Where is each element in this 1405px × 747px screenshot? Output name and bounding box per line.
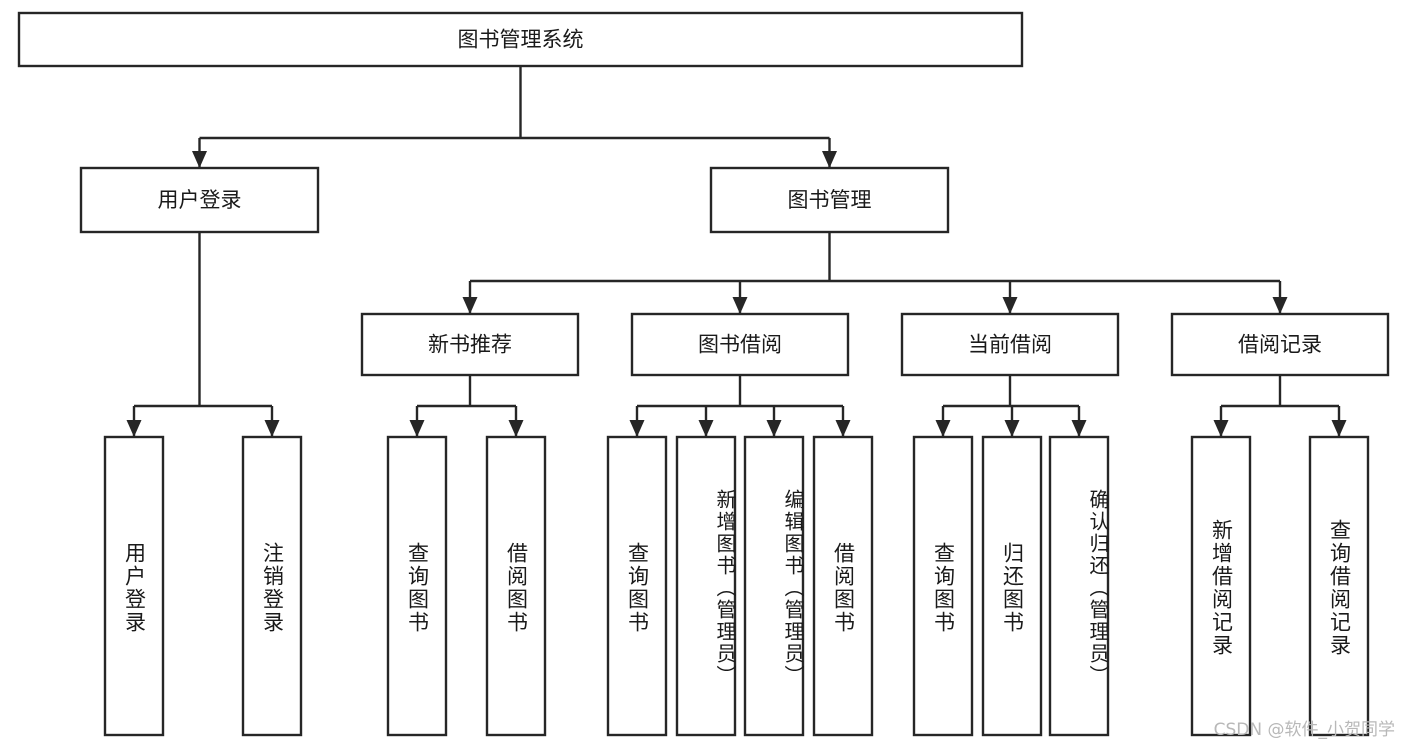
arrow-head-icon xyxy=(409,420,425,437)
arrow-head-icon xyxy=(264,420,280,437)
leaf-node-leaf-query-record-box[interactable] xyxy=(1308,435,1370,737)
leaf-node-leaf-borrow-book-2-box[interactable] xyxy=(812,435,874,737)
leaf-node-leaf-add-book-box[interactable] xyxy=(675,435,737,737)
level2-node-user-login-box[interactable] xyxy=(79,166,320,234)
arrow-head-icon xyxy=(1331,420,1347,437)
leaf-node-leaf-confirm-return-box[interactable] xyxy=(1048,435,1110,737)
level2-node-user-login-label: 用户登录 xyxy=(158,188,242,212)
arrow-head-icon xyxy=(629,420,645,437)
arrow-head-icon xyxy=(1004,420,1020,437)
root-node-label: 图书管理系统 xyxy=(458,28,584,52)
arrow-head-icon xyxy=(1071,420,1087,437)
level2-node-book-manage-box[interactable] xyxy=(709,166,950,234)
leaf-node-leaf-return-book-box[interactable] xyxy=(981,435,1043,737)
level3-node-book-borrow-label: 图书借阅 xyxy=(698,333,782,357)
arrow-head-icon xyxy=(935,420,951,437)
leaf-node-leaf-query-book-1-box[interactable] xyxy=(386,435,448,737)
level3-node-borrow-record-label: 借阅记录 xyxy=(1238,333,1322,357)
arrow-head-icon xyxy=(766,420,782,437)
level2-node-book-manage-label: 图书管理 xyxy=(788,188,872,212)
connector-layer xyxy=(126,66,1347,437)
leaf-node-leaf-add-record-box[interactable] xyxy=(1190,435,1252,737)
arrow-head-icon xyxy=(732,297,748,314)
leaf-node-leaf-edit-book-box[interactable] xyxy=(743,435,805,737)
leaf-node-leaf-query-book-3-box[interactable] xyxy=(912,435,974,737)
arrow-head-icon xyxy=(508,420,524,437)
arrow-head-icon xyxy=(462,297,478,314)
watermark: CSDN @软件_小贺同学 xyxy=(1213,720,1395,740)
level3-node-current-borrow-box[interactable] xyxy=(900,312,1120,377)
arrow-head-icon xyxy=(1002,297,1018,314)
level3-node-borrow-record-box[interactable] xyxy=(1170,312,1390,377)
root-node-box[interactable] xyxy=(17,11,1024,68)
level3-node-book-borrow-box[interactable] xyxy=(630,312,850,377)
arrow-head-icon xyxy=(126,420,142,437)
leaf-node-leaf-user-login-box[interactable] xyxy=(103,435,165,737)
arrow-head-icon xyxy=(698,420,714,437)
arrow-head-icon xyxy=(1213,420,1229,437)
leaf-node-leaf-user-logout-box[interactable] xyxy=(241,435,303,737)
arrow-head-icon xyxy=(192,151,207,168)
level3-node-current-borrow-label: 当前借阅 xyxy=(968,333,1052,357)
level3-node-new-book-rec-box[interactable] xyxy=(360,312,580,377)
leaf-node-leaf-borrow-book-1-box[interactable] xyxy=(485,435,547,737)
arrow-head-icon xyxy=(822,151,837,168)
level3-node-new-book-rec-label: 新书推荐 xyxy=(428,333,512,357)
leaf-node-leaf-query-book-2-box[interactable] xyxy=(606,435,668,737)
arrow-head-icon xyxy=(1272,297,1288,314)
arrow-head-icon xyxy=(835,420,851,437)
